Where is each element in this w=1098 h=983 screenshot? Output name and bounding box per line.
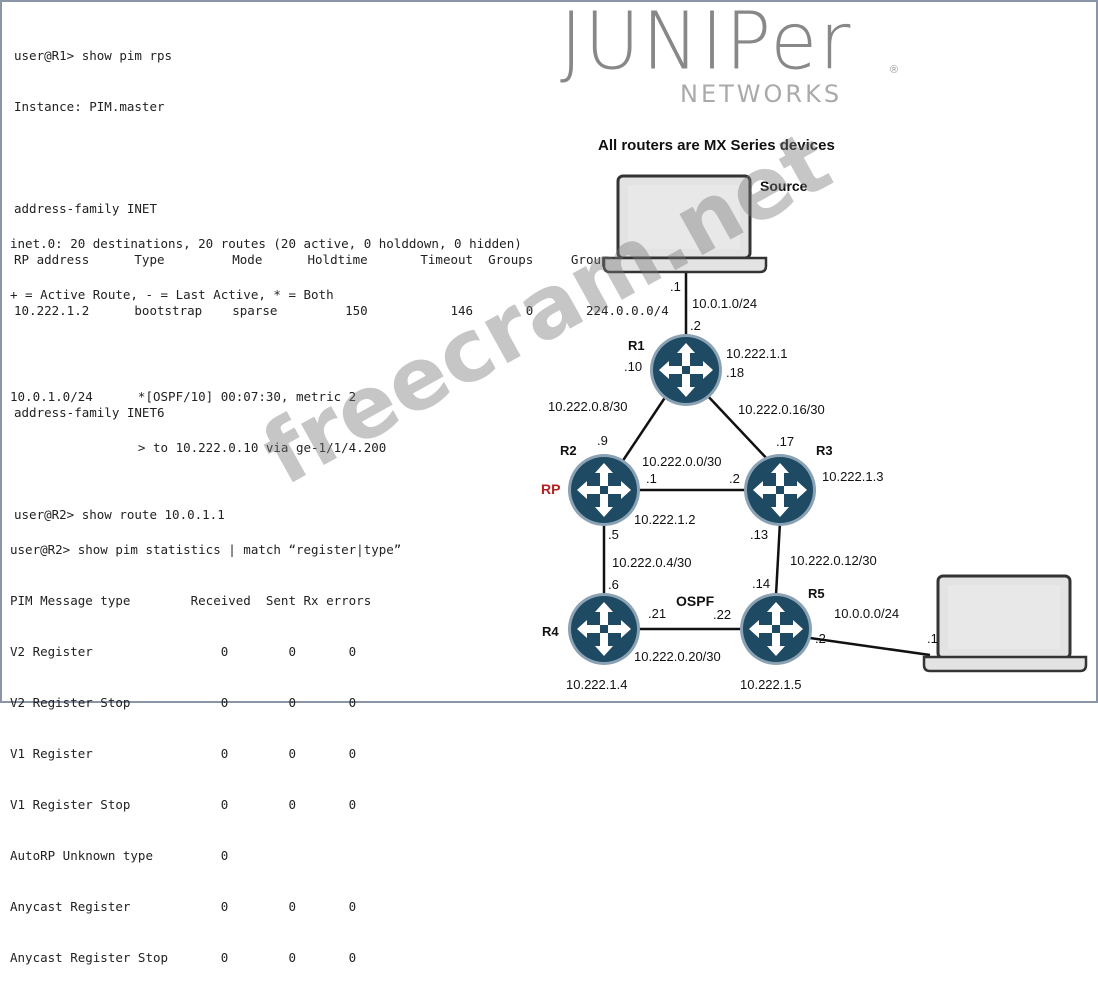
cli-stats-prompt: user@R2> show pim statistics | match “re… xyxy=(10,542,402,557)
receiver-laptop-icon xyxy=(922,574,1088,673)
router-name-r2: R2 xyxy=(560,443,577,458)
host-label: .2 xyxy=(690,318,701,333)
router-loopback-r1: 10.222.1.1 xyxy=(726,346,788,361)
subnet-label: 10.222.0.12/30 xyxy=(790,553,877,568)
subnet-label: 10.0.1.0/24 xyxy=(692,296,758,311)
source-laptop-icon xyxy=(602,174,768,274)
router-r2-icon xyxy=(568,454,640,526)
host-label: .1 xyxy=(646,471,657,486)
source-label: Source xyxy=(760,178,808,194)
cli-r1-prompt: user@R1> show pim rps xyxy=(14,48,173,63)
cli-stats-row: Anycast Register 0 0 0 xyxy=(10,899,357,914)
host-label: .1 xyxy=(670,279,681,294)
cli-stats-row: V1 Register Stop 0 0 0 xyxy=(10,797,357,812)
cli-instance: Instance: PIM.master xyxy=(14,99,165,114)
logo-registered-mark: ® xyxy=(890,64,899,76)
host-label: .10 xyxy=(624,359,643,374)
router-r1-icon xyxy=(650,334,722,406)
cli-r2-route-prompt: user@R2> show route 10.0.1.1 xyxy=(14,507,225,522)
cli-legend-line: + = Active Route, - = Last Active, * = B… xyxy=(10,287,334,302)
diagram-title: All routers are MX Series devices xyxy=(598,137,835,154)
router-name-r1: R1 xyxy=(628,338,645,353)
cli-stats-row: V1 Register 0 0 0 xyxy=(10,746,357,761)
cli-route-line-2: > to 10.222.0.10 via ge-1/1/4.200 xyxy=(10,440,387,455)
host-label: .9 xyxy=(597,433,608,448)
router-name-r5: R5 xyxy=(808,586,825,601)
host-label: .14 xyxy=(752,576,771,591)
router-loopback-r5: 10.222.1.5 xyxy=(740,677,802,692)
link-r5-receiver xyxy=(809,636,931,657)
link-r3-r5 xyxy=(774,521,782,596)
subnet-label: 10.222.0.4/30 xyxy=(612,555,692,570)
cli-stats-row: AutoRP Unknown type 0 xyxy=(10,848,229,863)
link-r1-r3 xyxy=(704,392,771,463)
host-label: .17 xyxy=(776,434,795,449)
router-name-r3: R3 xyxy=(816,443,833,458)
router-loopback-r4: 10.222.1.4 xyxy=(566,677,628,692)
subnet-label: 10.222.0.16/30 xyxy=(738,402,825,417)
host-label: .2 xyxy=(815,631,826,646)
router-r3-icon xyxy=(744,454,816,526)
router-loopback-r3: 10.222.1.3 xyxy=(822,469,884,484)
host-label: .1 xyxy=(927,631,938,646)
cli-af-inet: address-family INET xyxy=(14,201,157,216)
subnet-label: 10.222.0.8/30 xyxy=(548,399,628,414)
cli-stats-header: PIM Message type Received Sent Rx errors xyxy=(10,593,372,608)
host-label: .21 xyxy=(648,606,667,621)
router-r5-icon xyxy=(740,593,812,665)
cli-rps-row: 10.222.1.2 bootstrap sparse 150 146 0 22… xyxy=(14,303,669,318)
ospf-label: OSPF xyxy=(676,593,715,609)
juniper-logo: JUNIPer xyxy=(560,0,853,88)
host-label: .6 xyxy=(608,577,619,592)
host-label: .22 xyxy=(713,607,732,622)
host-label: .18 xyxy=(726,365,745,380)
subnet-label: 10.222.0.20/30 xyxy=(634,649,721,664)
figure-frame xyxy=(0,0,1098,703)
subnet-label: 10.0.0.0/24 xyxy=(834,606,900,621)
cli-stats-row: V2 Register 0 0 0 xyxy=(10,644,357,659)
cli-af-inet6: address-family INET6 xyxy=(14,405,165,420)
host-label: .2 xyxy=(729,471,740,486)
cli-route-line-1: 10.0.1.0/24 *[OSPF/10] 00:07:30, metric … xyxy=(10,389,357,404)
network-diagram xyxy=(568,174,1088,673)
router-r4-icon xyxy=(568,593,640,665)
cli-output: user@R1> show pim rps Instance: PIM.mast… xyxy=(14,13,676,591)
host-label: .5 xyxy=(608,527,619,542)
host-label: .13 xyxy=(750,527,769,542)
router-name-r4: R4 xyxy=(542,624,559,639)
cli-inet0-line: inet.0: 20 destinations, 20 routes (20 a… xyxy=(10,236,522,251)
cli-stats-row: Anycast Register Stop 0 0 0 xyxy=(10,950,357,965)
links xyxy=(602,272,931,657)
router-loopback-r2: 10.222.1.2 xyxy=(634,512,696,527)
rp-label: RP xyxy=(541,481,561,497)
link-r1-r2 xyxy=(620,392,670,463)
juniper-logo-subtitle: NETWORKS xyxy=(680,80,843,108)
subnet-label: 10.222.0.0/30 xyxy=(642,454,722,469)
